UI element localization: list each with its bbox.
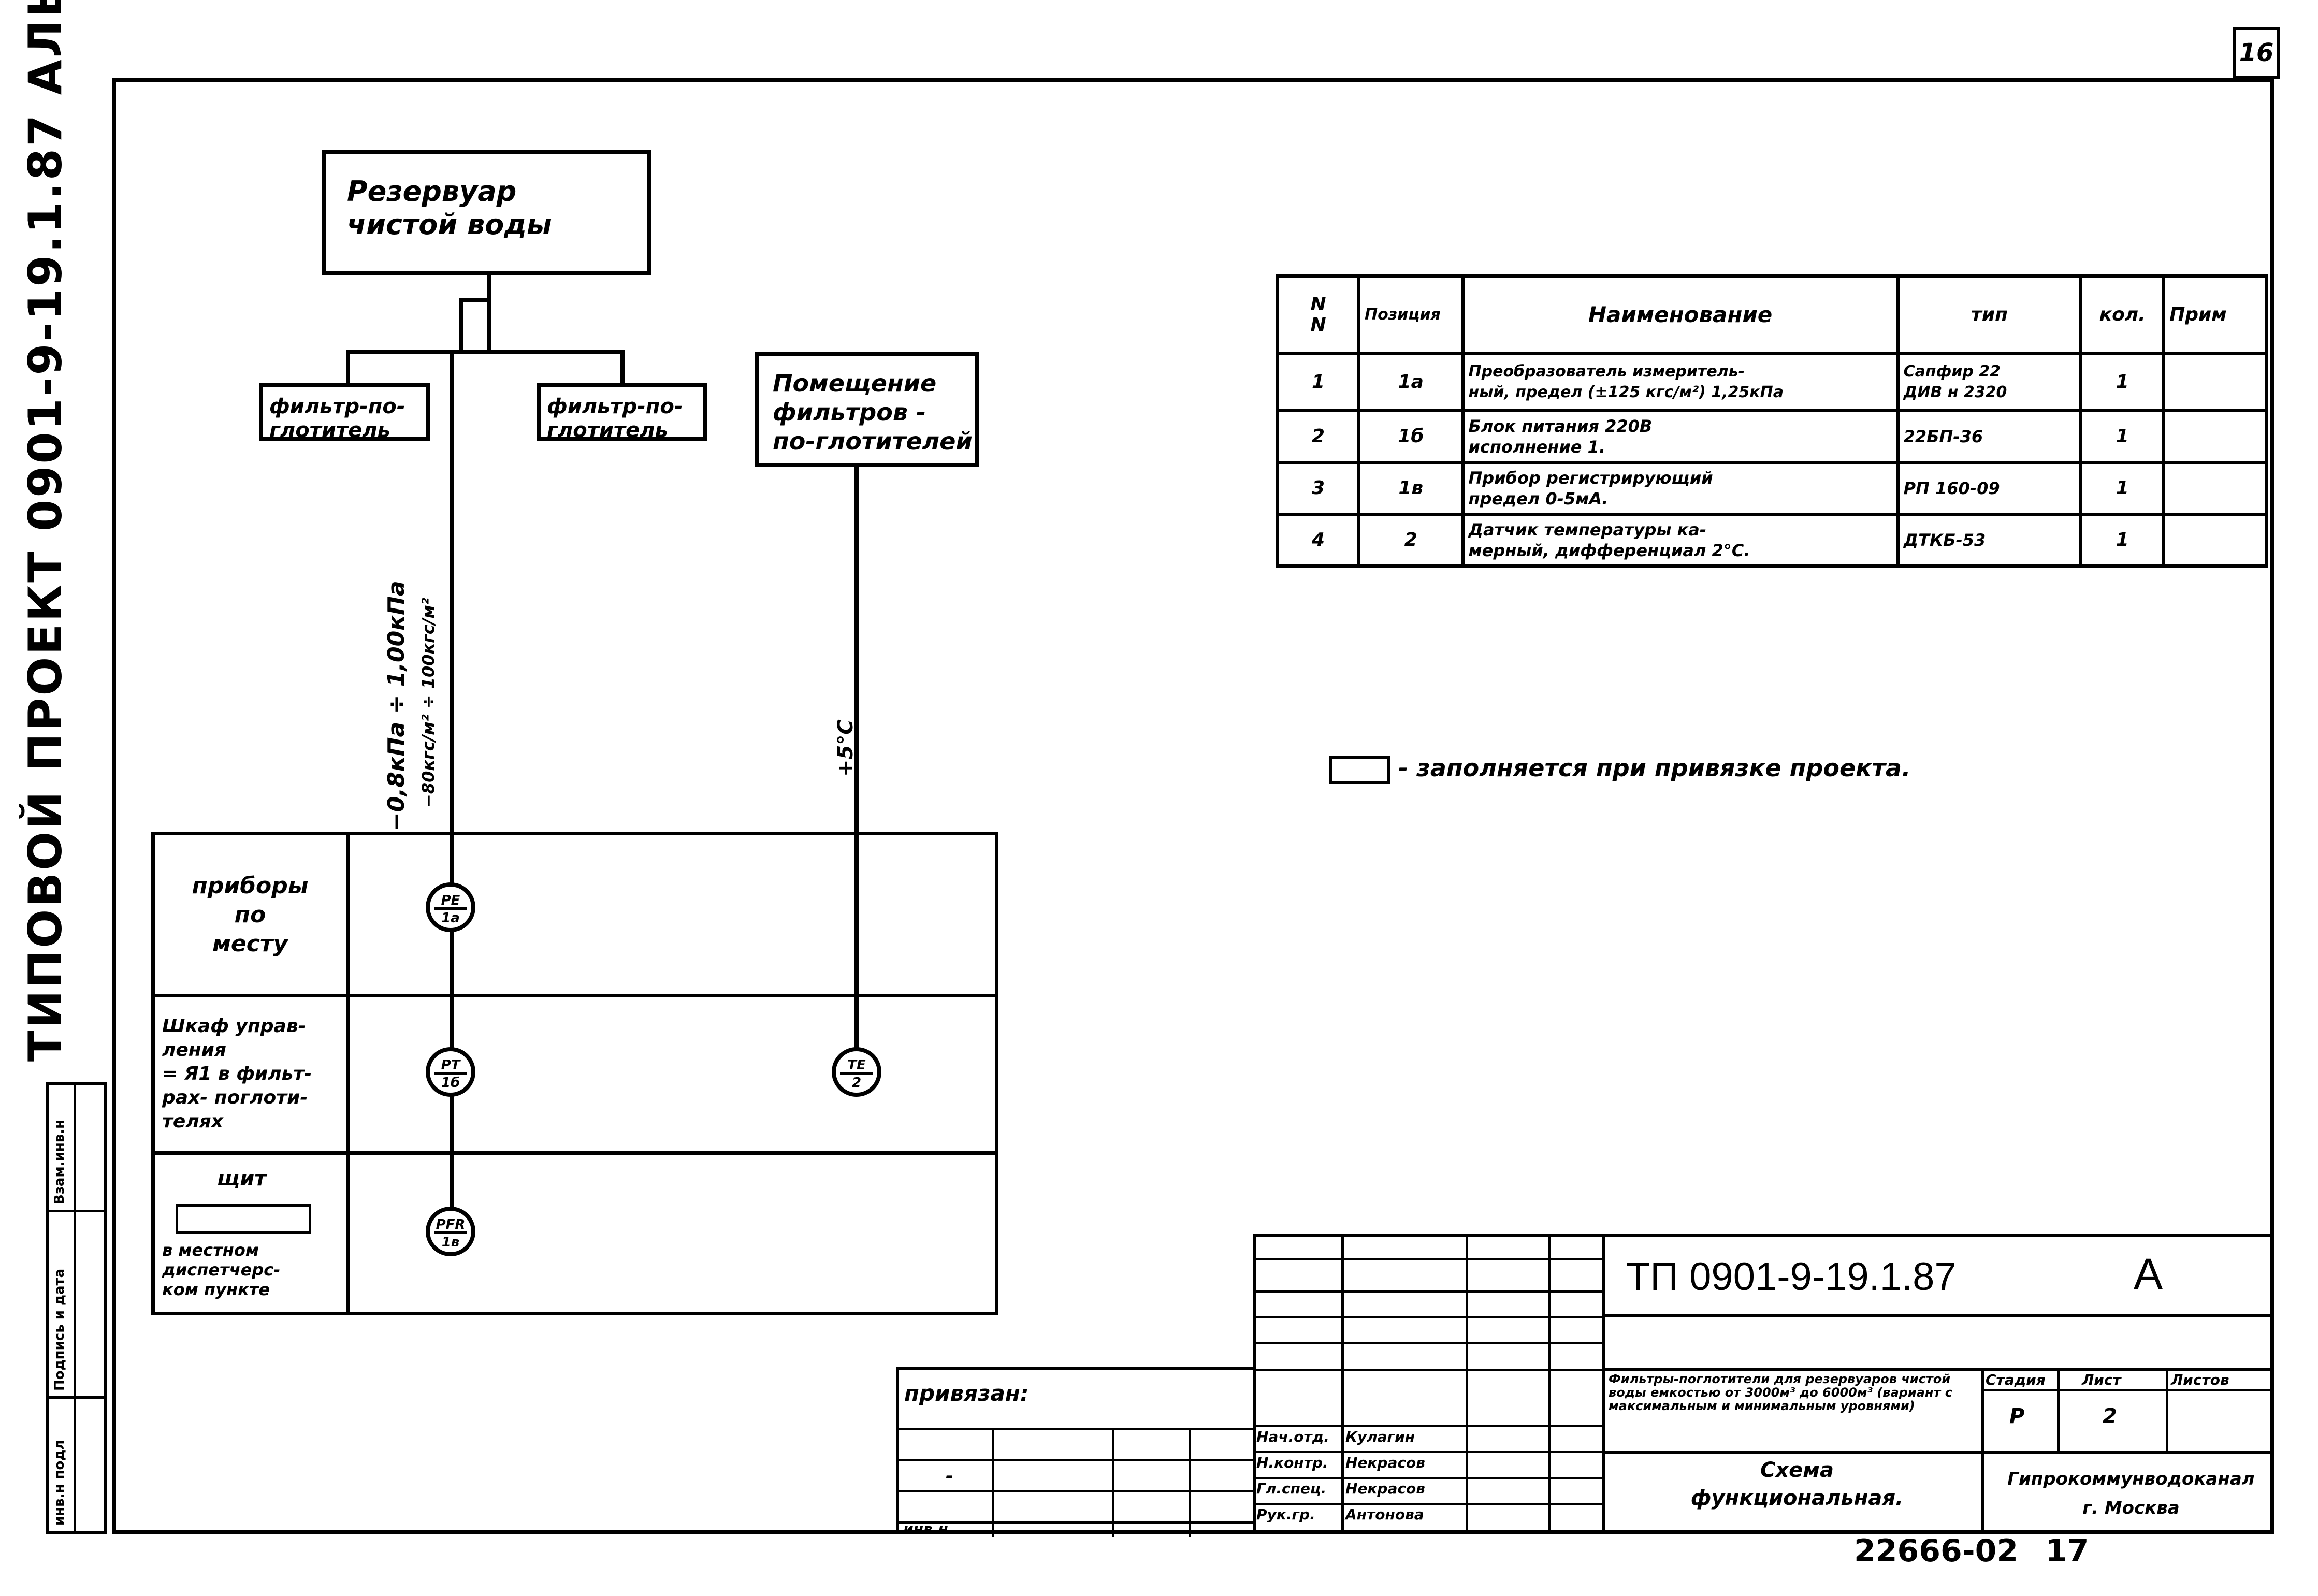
filter-right-label: фильтр-по- глотитель <box>547 395 683 442</box>
range-label-kpa: −0,8кПа ÷ 1,00кПа <box>383 581 410 831</box>
side-stamp-label-1: инв.н подл <box>52 1440 67 1526</box>
stamp-name-1: Кулагин <box>1345 1428 1415 1445</box>
panel-placeholder <box>176 1204 311 1234</box>
row-label-cabinet: Шкаф управ- ления = Я1 в фильт- рах- пог… <box>162 1015 312 1132</box>
row-label-panel: щит <box>217 1167 267 1191</box>
stamp-name-3: Некрасов <box>1345 1480 1425 1497</box>
stage-header: Стадия <box>1986 1371 2046 1388</box>
reservoir-box: Резервуар чистой воды <box>322 150 651 275</box>
drawing-frame <box>112 78 2274 1534</box>
filter-left-label: фильтр-по- глотитель <box>269 395 405 442</box>
page-number-box: 16 <box>2233 27 2280 79</box>
row-label-local: приборы по месту <box>192 873 309 957</box>
title-block: ТП 0901-9-19.1.87 А Нач.отд. Н.контр. Гл… <box>1253 1234 2274 1534</box>
spec-header-n: N N <box>1276 274 1361 355</box>
signal-line-temperature <box>854 467 859 1078</box>
spec-header-position: Позиция <box>1357 274 1465 355</box>
sheet-value: 2 <box>2103 1404 2117 1428</box>
sheets-header: Листов <box>2171 1371 2229 1388</box>
room-box: Помещение фильтров - по-глотителей <box>755 352 979 467</box>
spec-row: 2 1б Блок питания 220В исполнение 1. 22Б… <box>1276 409 2268 464</box>
inventory-label: инв.н <box>903 1520 948 1537</box>
binding-block: привязан: - инв.н <box>896 1367 1256 1537</box>
room-label: Помещение фильтров - по-глотителей <box>773 369 973 455</box>
project-code: ТП 0901-9-19.1.87 <box>1626 1255 1957 1299</box>
binding-label: привязан: <box>904 1381 1029 1406</box>
reservoir-label: Резервуар чистой воды <box>347 175 552 241</box>
stamp-role-1: Нач.отд. <box>1256 1428 1329 1445</box>
page-number: 16 <box>2239 38 2274 67</box>
stamp-role-2: Н.контр. <box>1256 1454 1328 1471</box>
spec-table: N N Позиция Наименование тип кол. Прим 1… <box>1276 274 2268 568</box>
spec-header-type: тип <box>1896 274 2083 355</box>
pipe-main <box>487 275 491 353</box>
row-sublabel-panel: в местном диспетчерс- ком пункте <box>162 1240 281 1299</box>
instrument-rows: приборы по месту Шкаф управ- ления = Я1 … <box>151 832 998 1315</box>
stamp-sheet-title: Схема функциональная. <box>1690 1458 1904 1510</box>
side-title: ТИПОВОЙ ПРОЕКТ 0901-9-19.1.87 АЛЬБОМ II <box>19 0 72 1062</box>
side-stamp: инв.н подл Подпись и дата Взам.инв.н <box>46 1082 107 1534</box>
bottom-page: 17 <box>2046 1533 2089 1569</box>
legend-box <box>1329 756 1390 784</box>
spec-header-note: Прим <box>2162 274 2268 355</box>
spec-row: 4 2 Датчик температуры ка- мерный, диффе… <box>1276 513 2268 568</box>
stage-value: Р <box>2009 1404 2025 1428</box>
organization: Гипрокоммунводоканал г. Москва <box>2007 1469 2255 1518</box>
stamp-role-4: Рук.гр. <box>1256 1506 1315 1523</box>
stamp-name-4: Антонова <box>1345 1506 1424 1523</box>
bottom-code: 22666-02 <box>1854 1533 2019 1569</box>
spec-header-name: Наименование <box>1461 274 1900 355</box>
legend-text: - заполняется при привязке проекта. <box>1398 754 1911 782</box>
side-stamp-label-3: Взам.инв.н <box>52 1119 67 1205</box>
spec-header-qty: кол. <box>2079 274 2166 355</box>
project-letter: А <box>2134 1250 2163 1298</box>
stamp-role-3: Гл.спец. <box>1256 1480 1327 1497</box>
binding-dash: - <box>946 1466 953 1487</box>
temp-label: +5°C <box>834 719 858 777</box>
signal-line-pressure <box>450 354 454 1245</box>
range-label-kgs: −80кгс/м² ÷ 100кгс/м² <box>418 598 438 808</box>
spec-row: 1 1а Преобразователь измеритель- ный, пр… <box>1276 352 2268 412</box>
filter-right-box: фильтр-по- глотитель <box>537 383 707 442</box>
sheet-header: Лист <box>2082 1371 2121 1388</box>
side-stamp-label-2: Подпись и дата <box>52 1268 67 1391</box>
stamp-name-2: Некрасов <box>1345 1454 1425 1471</box>
pipe-branch <box>346 350 625 354</box>
stamp-description: Фильтры-поглотители для резервуаров чист… <box>1609 1372 1952 1413</box>
filter-left-box: фильтр-по- глотитель <box>259 383 430 442</box>
spec-row: 3 1в Прибор регистрирующий предел 0-5мА.… <box>1276 461 2268 516</box>
